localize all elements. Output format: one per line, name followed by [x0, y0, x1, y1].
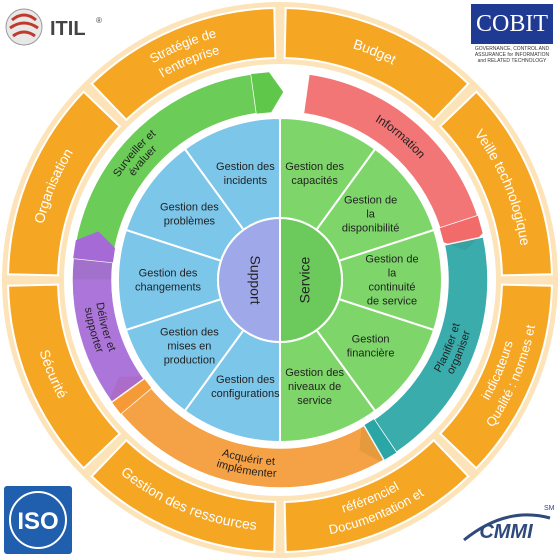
iso-logo-text: ISO [17, 508, 58, 535]
outer-segment-shape [438, 90, 553, 277]
outer-segment-shape [438, 283, 553, 470]
itil-globe-icon: ITIL ® [5, 8, 102, 46]
outer-segment-shape [90, 438, 277, 553]
outer-segment-shape [7, 283, 122, 470]
process-segment-shape [71, 73, 258, 281]
support-center-label: Support [247, 255, 263, 304]
cmmi-logo-text: CMMI [479, 521, 533, 543]
itil-registered-mark: ® [96, 16, 102, 25]
cmmi-service-mark: SM [544, 505, 555, 512]
outer-ring-segment: Organisation [7, 90, 122, 277]
process-segment-shape [372, 235, 489, 454]
outer-segment-shape [7, 90, 122, 277]
itil-logo-text: ITIL [50, 18, 86, 40]
cobit-subtitle-line: GOVERNANCE, CONTROL AND [474, 46, 550, 52]
process-arrow-head [73, 231, 116, 263]
service-center-half [279, 216, 343, 344]
process-segment-shape [119, 386, 386, 489]
outer-ring-segment: Budget [283, 7, 470, 122]
outer-segment-shape [283, 7, 470, 122]
process-information-segment: Information [302, 73, 483, 251]
outer-segment-shape [90, 7, 277, 122]
cobit-subtitle-line: ASSURANCE for INFORMATION [474, 52, 550, 58]
outer-ring-segment: Sécurité [7, 283, 122, 470]
service-center-label: Service [297, 256, 313, 303]
cmmi-logo: CMMI SM [456, 500, 556, 550]
support-center-half [217, 216, 281, 344]
outer-ring-segment: Stratégie del'entreprise [90, 7, 277, 122]
process-arrow-head [251, 72, 284, 114]
process-segment-shape [302, 73, 479, 230]
cobit-logo: COBIT GOVERNANCE, CONTROL AND ASSURANCE … [468, 4, 556, 76]
itil-logo: ITIL ® [4, 6, 114, 48]
iso-logo: ISO [4, 486, 72, 554]
outer-segment-shape [283, 438, 470, 553]
cobit-logo-text: COBIT [471, 4, 553, 44]
cobit-subtitle-line: and RELATED TECHNOLOGY [477, 58, 547, 64]
